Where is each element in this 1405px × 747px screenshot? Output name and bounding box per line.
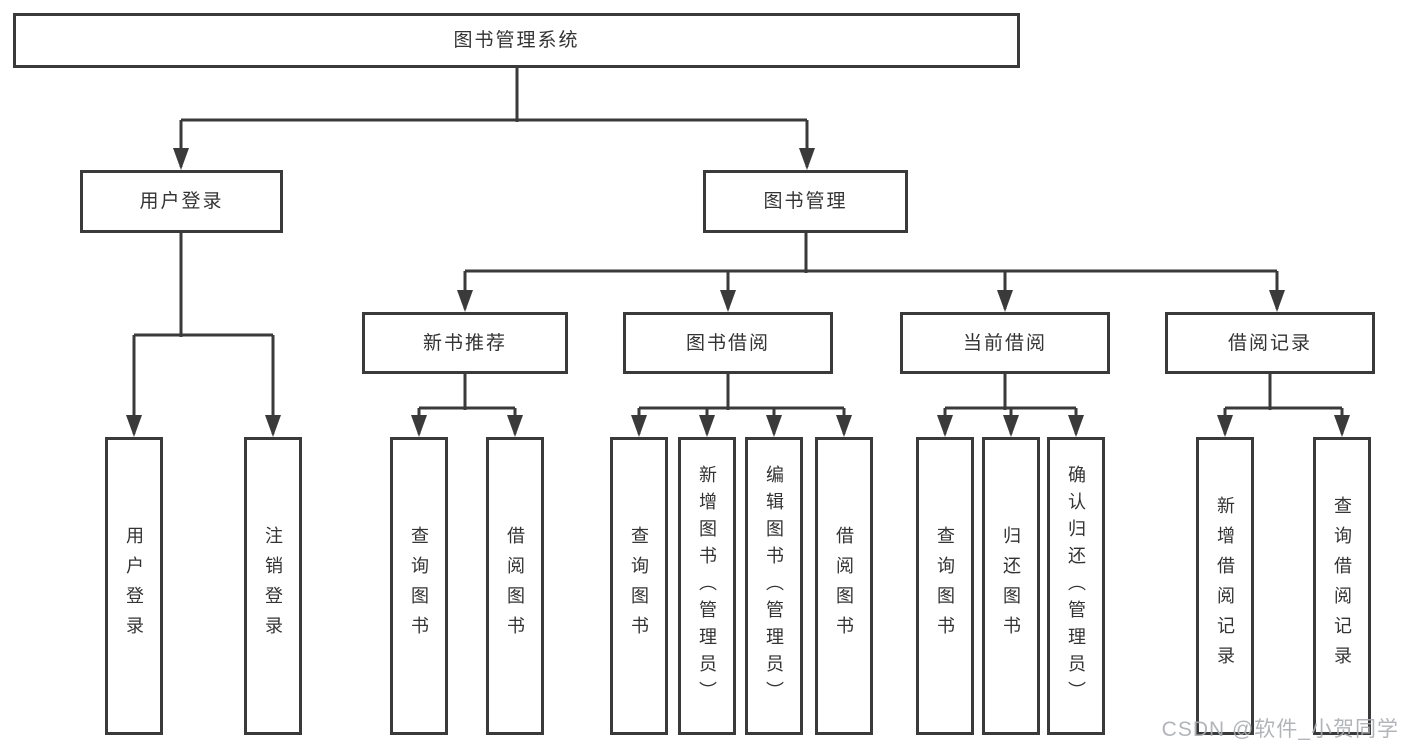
watermark: CSDN @软件_小贺同学 xyxy=(1161,718,1399,741)
leaf-query-books-recommend: 查询图书 xyxy=(390,437,448,735)
leaf-borrow-books-recommend: 借阅图书 xyxy=(486,437,544,735)
leaf-confirm-return-admin: 确认归还（管理员） xyxy=(1047,437,1105,735)
node-user-login: 用户登录 xyxy=(80,170,283,233)
leaf-borrow-books: 借阅图书 xyxy=(815,437,873,735)
leaf-query-books-current: 查询图书 xyxy=(916,437,974,735)
node-root: 图书管理系统 xyxy=(13,13,1020,68)
leaf-add-book-admin: 新增图书（管理员） xyxy=(678,437,736,735)
leaf-query-borrow-record: 查询借阅记录 xyxy=(1313,437,1371,735)
node-new-book-recommend: 新书推荐 xyxy=(362,312,568,374)
leaf-edit-book-admin: 编辑图书（管理员） xyxy=(745,437,803,735)
leaf-query-books-borrow: 查询图书 xyxy=(610,437,668,735)
node-book-management: 图书管理 xyxy=(703,170,908,233)
node-current-borrow: 当前借阅 xyxy=(900,312,1110,374)
leaf-add-borrow-record: 新增借阅记录 xyxy=(1196,437,1254,735)
leaf-return-books: 归还图书 xyxy=(982,437,1040,735)
leaf-logout: 注销登录 xyxy=(244,437,302,735)
leaf-user-login: 用户登录 xyxy=(105,437,163,735)
node-book-borrow: 图书借阅 xyxy=(623,312,833,374)
node-borrow-records: 借阅记录 xyxy=(1165,312,1375,374)
